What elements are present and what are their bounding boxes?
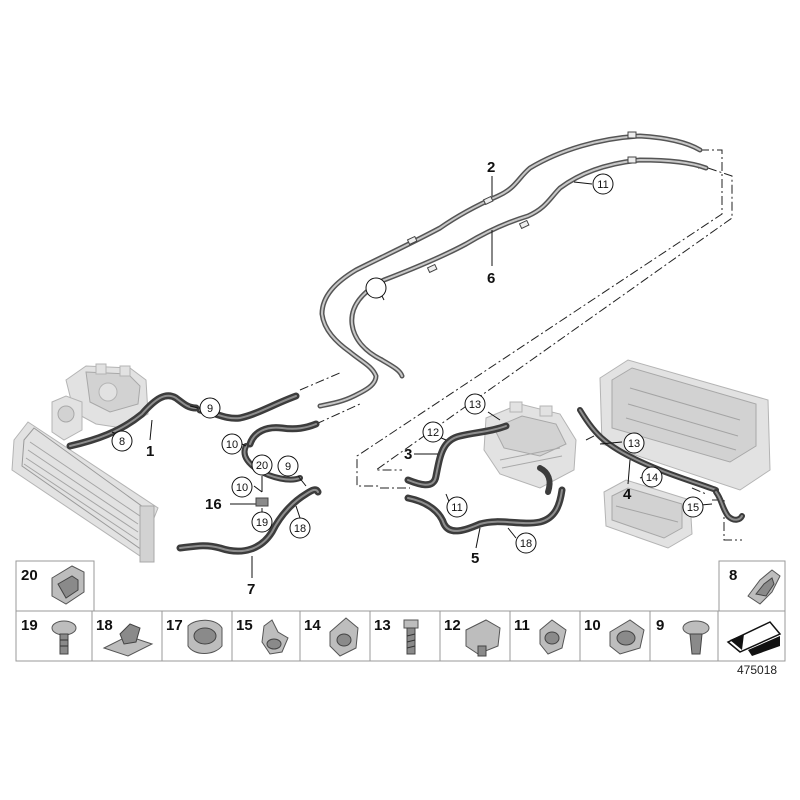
callout-11-lower: 11 <box>451 502 462 514</box>
callout-19: 20 <box>256 460 268 472</box>
legend-part-17 <box>187 619 223 654</box>
legend-label-20: 20 <box>21 567 38 584</box>
callout-7: 7 <box>247 581 255 598</box>
callout-10-lower: 10 <box>236 482 248 494</box>
circled-callout-labels: 8 9 10 20 10 19 9 18 11 13 12 11 18 13 1… <box>119 179 699 550</box>
battery-cooler-module <box>603 479 693 549</box>
legend-label-13: 13 <box>374 617 391 634</box>
legend-label-11: 11 <box>514 617 530 634</box>
legend-part-11 <box>539 619 567 655</box>
parts-legend: 20 8 19 18 17 15 14 13 12 11 10 9 <box>15 560 786 662</box>
callout-6: 6 <box>487 270 495 287</box>
legend-label-10: 10 <box>584 617 601 634</box>
callout-13-right: 13 <box>628 438 640 450</box>
circled-callouts <box>111 173 704 554</box>
legend-part-12 <box>465 619 501 657</box>
legend-label-12: 12 <box>444 617 461 634</box>
callout-18: 19 <box>256 517 268 529</box>
legend-part-18 <box>102 623 154 657</box>
callout-3: 3 <box>404 446 412 463</box>
legend-label-9: 9 <box>656 617 664 634</box>
radiator <box>11 421 159 563</box>
clip-16 <box>255 497 269 507</box>
legend-label-19: 19 <box>21 617 38 634</box>
hv-battery <box>599 359 771 491</box>
callout-17-left: 18 <box>294 523 306 535</box>
legend-part-15 <box>261 619 289 655</box>
callout-11-upper: 11 <box>597 179 608 191</box>
callout-12: 12 <box>427 427 439 439</box>
legend-label-8: 8 <box>729 567 737 584</box>
legend-part-10 <box>609 619 645 655</box>
legend-label-15: 15 <box>236 617 253 634</box>
legend-label-14: 14 <box>304 617 321 634</box>
legend-label-18: 18 <box>96 617 113 634</box>
legend-part-8 <box>747 569 781 605</box>
callout-14: 14 <box>646 472 658 484</box>
legend-arrow-glyph <box>726 621 782 656</box>
callout-9-lower: 9 <box>285 461 291 473</box>
legend-part-13 <box>403 619 419 655</box>
legend-part-14 <box>329 617 359 657</box>
callout-4: 4 <box>623 486 632 503</box>
diagram-number: 475018 <box>737 663 777 677</box>
callout-13-left: 13 <box>469 399 481 411</box>
callout-16: 16 <box>205 496 222 513</box>
callout-2: 2 <box>487 159 495 176</box>
callout-1: 1 <box>146 443 154 460</box>
charging-electronics-unit <box>483 401 577 489</box>
coolant-pipes <box>317 131 709 409</box>
callout-9-upper: 9 <box>207 403 213 415</box>
legend-part-20 <box>51 565 85 605</box>
callout-8: 8 <box>119 436 125 448</box>
callout-5: 5 <box>471 550 479 567</box>
main-callouts: 1 2 3 4 5 6 7 16 <box>146 159 632 598</box>
callout-15: 15 <box>687 502 699 514</box>
callout-10-upper: 10 <box>226 439 238 451</box>
legend-part-9 <box>682 620 710 655</box>
legend-part-19 <box>51 620 77 655</box>
callout-17-right: 18 <box>520 538 532 550</box>
legend-label-17: 17 <box>166 617 183 634</box>
electric-motor-unit <box>51 363 149 441</box>
